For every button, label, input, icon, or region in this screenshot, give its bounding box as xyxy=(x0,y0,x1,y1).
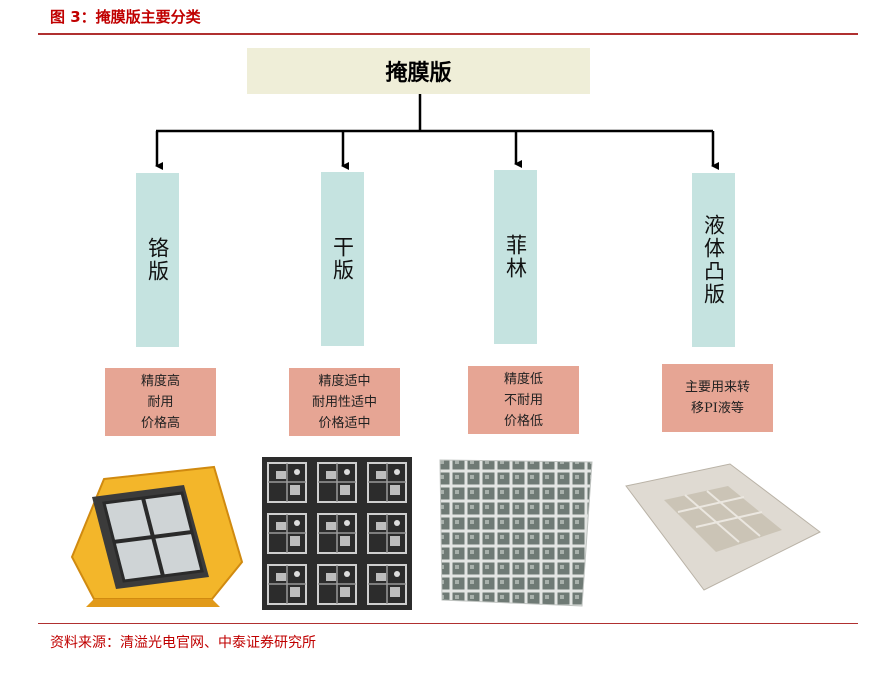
top-divider xyxy=(38,33,858,35)
feature-box-film: 精度低 不耐用 价格低 xyxy=(468,366,579,434)
type-label-chrome: 铬版 xyxy=(145,237,170,283)
root-label: 掩膜版 xyxy=(385,60,452,86)
source-note: 资料来源：清溢光电官网、中泰证券研究所 xyxy=(50,635,316,651)
feature-line: 耐用 xyxy=(147,394,174,410)
feature-line: 移PI液等 xyxy=(691,401,744,416)
liquid-relief-plate-photo xyxy=(622,458,822,600)
feature-line: 精度低 xyxy=(503,371,543,387)
feature-line: 价格低 xyxy=(503,413,543,429)
type-node-liquid-relief: 液体凸版 xyxy=(692,173,735,347)
feature-box-dry-plate: 精度适中 耐用性适中 价格适中 xyxy=(289,368,400,436)
feature-line: 精度适中 xyxy=(318,373,371,389)
feature-line: 耐用性适中 xyxy=(311,394,377,410)
chrome-mask-photo xyxy=(64,457,246,612)
type-node-chrome: 铬版 xyxy=(136,173,179,347)
type-label-liquid-relief: 液体凸版 xyxy=(701,214,726,306)
feature-line: 价格适中 xyxy=(318,415,371,431)
feature-line: 价格高 xyxy=(140,415,180,431)
type-node-film: 菲林 xyxy=(494,170,537,344)
feature-line: 精度高 xyxy=(140,373,180,389)
figure-title: 图 3：掩膜版主要分类 xyxy=(50,8,201,26)
feature-line: 主要用来转 xyxy=(684,380,750,395)
bottom-divider xyxy=(38,623,858,624)
connector-lines xyxy=(155,94,719,170)
feature-line: 不耐用 xyxy=(503,392,543,408)
root-node: 掩膜版 xyxy=(247,48,590,94)
type-label-dry-plate: 干版 xyxy=(330,236,355,282)
type-node-dry-plate: 干版 xyxy=(321,172,364,346)
feature-box-liquid-relief: 主要用来转 移PI液等 xyxy=(662,364,773,432)
type-label-film: 菲林 xyxy=(503,234,528,280)
feature-box-chrome: 精度高 耐用 价格高 xyxy=(105,368,216,436)
dry-plate-photo xyxy=(262,457,412,610)
film-mask-photo xyxy=(436,456,594,613)
